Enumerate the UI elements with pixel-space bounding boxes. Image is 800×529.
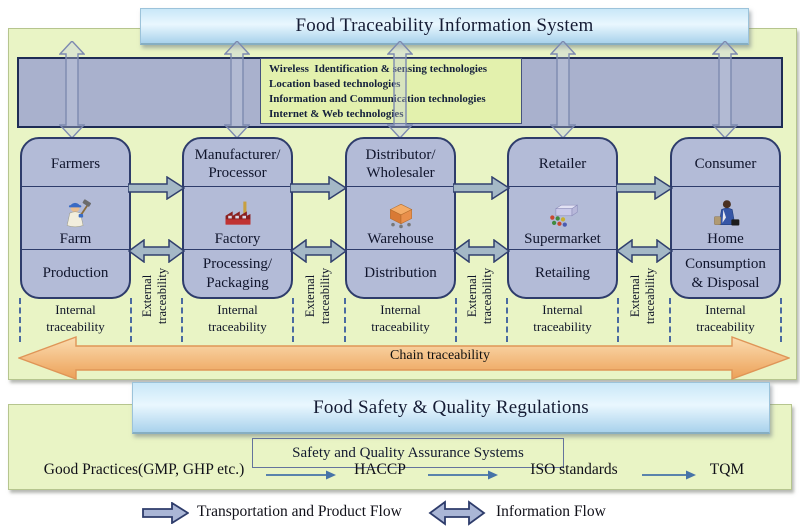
- stage-actor: Retailer: [538, 155, 587, 172]
- stage-site: Factory: [214, 230, 261, 247]
- boundary-dashed-line: [669, 298, 671, 342]
- boundary-dashed-line: [181, 298, 183, 342]
- info-flow-arrow-icon: [453, 239, 510, 263]
- stage-function: Distribution: [347, 249, 454, 297]
- step-iso-standards: ISO standards: [530, 461, 618, 478]
- internal-traceability-label: Internal traceability: [371, 302, 430, 334]
- vertical-info-arrow-icon: [550, 41, 576, 138]
- internal-traceability-label: Internal traceability: [208, 302, 267, 334]
- boundary-dashed-line: [455, 298, 457, 342]
- product-flow-arrow-icon: [290, 176, 347, 200]
- step-tqm: TQM: [709, 461, 745, 478]
- stage-actor: Consumer: [694, 155, 757, 172]
- boundary-dashed-line: [617, 298, 619, 342]
- boundary-dashed-line: [292, 298, 294, 342]
- boundary-dashed-line: [344, 298, 346, 342]
- stage-box-distributor: Distributor/ Wholesaler Warehouse Distri…: [345, 137, 456, 299]
- stage-box-retailer: Retailer Supermarket Retailing: [507, 137, 618, 299]
- step-good-practices: Good Practices(GMP, GHP etc.): [43, 461, 245, 478]
- stage-site: Farm: [59, 230, 92, 247]
- vertical-info-arrow-icon: [712, 41, 738, 138]
- step-arrow-icon: [428, 470, 498, 480]
- stage-function: Consumption & Disposal: [672, 249, 779, 297]
- farmer-icon: [60, 194, 92, 230]
- legend-info-arrow-icon: [428, 500, 486, 526]
- stage-box-manufacturer: Manufacturer/ Processor Factory Processi…: [182, 137, 293, 299]
- product-flow-arrow-icon: [128, 176, 185, 200]
- regulations-title: Food Safety & Quality Regulations: [313, 396, 589, 418]
- boundary-dashed-line: [506, 298, 508, 342]
- stage-function: Processing/ Packaging: [184, 249, 291, 297]
- stage-function: Production: [22, 249, 129, 297]
- stage-actor: Manufacturer/ Processor: [194, 146, 281, 181]
- step-haccp: HACCP: [354, 461, 406, 478]
- info-flow-arrow-icon: [128, 239, 185, 263]
- info-flow-arrow-icon: [290, 239, 347, 263]
- supermarket-icon: [546, 194, 580, 230]
- vertical-info-arrow-icon: [224, 41, 250, 138]
- vertical-info-arrow-icon: [387, 41, 413, 138]
- stage-box-farmers: Farmers Farm Production: [20, 137, 131, 299]
- technology-item: Internet & Web technologies: [269, 108, 404, 120]
- assurance-systems-box: Safety and Quality Assurance Systems: [252, 438, 564, 468]
- product-flow-arrow-icon: [453, 176, 510, 200]
- technology-item: Wireless Identification & sensing techno…: [269, 63, 488, 75]
- technology-item: Location based technologies: [269, 78, 401, 90]
- stage-site: Home: [707, 230, 744, 247]
- consumer-icon: [710, 194, 742, 230]
- stage-actor: Distributor/ Wholesaler: [365, 146, 436, 181]
- warehouse-icon: [384, 194, 418, 230]
- internal-traceability-label: Internal traceability: [46, 302, 105, 334]
- internal-traceability-label: Internal traceability: [696, 302, 755, 334]
- boundary-dashed-line: [130, 298, 132, 342]
- chain-traceability-label: Chain traceability: [390, 348, 490, 363]
- system-title-bar: Food Traceability Information System: [140, 8, 749, 45]
- boundary-dashed-line: [19, 298, 21, 342]
- boundary-dashed-line: [780, 298, 782, 342]
- product-flow-arrow-icon: [616, 176, 673, 200]
- stage-actor: Farmers: [50, 155, 101, 172]
- internal-traceability-label: Internal traceability: [533, 302, 592, 334]
- vertical-info-arrow-icon: [59, 41, 85, 138]
- step-arrow-icon: [266, 470, 336, 480]
- factory-icon: [221, 194, 255, 230]
- technology-list-box: Wireless Identification & sensing techno…: [260, 58, 522, 124]
- info-flow-arrow-icon: [616, 239, 673, 263]
- step-arrow-icon: [642, 470, 696, 480]
- stage-site: Warehouse: [367, 230, 434, 247]
- regulations-title-bar: Food Safety & Quality Regulations: [132, 382, 770, 434]
- stage-function: Retailing: [509, 249, 616, 297]
- stage-site: Supermarket: [524, 230, 601, 247]
- chain-traceability-arrow-icon: [18, 335, 790, 381]
- legend-info-label: Information Flow: [496, 503, 606, 520]
- legend-transport-label: Transportation and Product Flow: [197, 503, 402, 520]
- assurance-systems-label: Safety and Quality Assurance Systems: [292, 444, 524, 461]
- stage-box-consumer: Consumer Home Consumption & Disposal: [670, 137, 781, 299]
- system-title: Food Traceability Information System: [295, 15, 594, 36]
- legend-transport-arrow-icon: [142, 502, 189, 524]
